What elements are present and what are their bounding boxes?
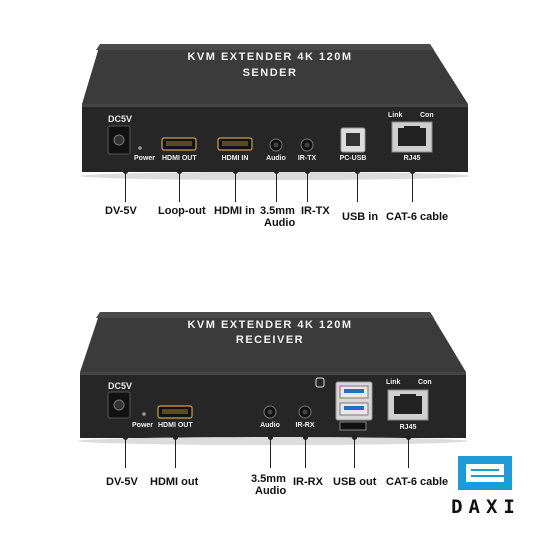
receiver-top-subtitle: RECEIVER	[235, 334, 305, 346]
sender-rj45-label: RJ45	[403, 155, 421, 162]
sender-power-label: Power	[134, 155, 156, 162]
receiver-top-title: KVM EXTENDER 4K 120M	[187, 319, 353, 331]
receiver-audio-label: Audio	[260, 422, 280, 429]
sender-con-label: Con	[420, 112, 434, 119]
brand-logo-mark	[458, 456, 512, 490]
sender-link-label: Link	[388, 112, 403, 119]
sender-hdmi-out-label: HDMI OUT	[162, 155, 197, 162]
sender-audio-label: Audio	[266, 155, 286, 162]
sender-top-title: KVM EXTENDER 4K 120M	[187, 51, 353, 63]
receiver-callout-audio-1: 3.5mm	[251, 473, 286, 485]
sender-callout-cat6: CAT-6 cable	[386, 211, 449, 223]
receiver-callout-dv5v: DV-5V	[106, 476, 138, 488]
sender-callout-audio-2: Audio	[264, 217, 296, 229]
sender-top-subtitle: SENDER	[242, 67, 298, 79]
brand-logo-text: DAXI	[451, 496, 521, 518]
receiver-hdmi-out-label: HDMI OUT	[158, 422, 193, 429]
receiver-link-label: Link	[386, 379, 401, 386]
sender-callout-usbin: USB in	[342, 211, 379, 223]
receiver-callout-usbout: USB out	[333, 476, 377, 488]
sender-dc-label: DC5V	[108, 114, 133, 124]
receiver-rj45-label: RJ45	[399, 424, 417, 431]
receiver-con-label: Con	[418, 379, 432, 386]
sender-callout-irtx: IR-TX	[301, 205, 330, 217]
sender-hdmi-in-label: HDMI IN	[221, 155, 249, 162]
sender-callout-loopout: Loop-out	[158, 205, 206, 217]
receiver-callout-audio-2: Audio	[255, 485, 287, 497]
sender-pcusb-label: PC-USB	[339, 155, 367, 162]
receiver-power-label: Power	[132, 422, 154, 429]
receiver-callout-hdmiout: HDMI out	[150, 476, 199, 488]
receiver-callout-cat6: CAT-6 cable	[386, 476, 449, 488]
brand-e-icon	[458, 456, 512, 490]
sender-callout-hdmiin: HDMI in	[214, 205, 255, 217]
sender-callout-dv5v: DV-5V	[105, 205, 137, 217]
sender-callout-audio-1: 3.5mm	[260, 205, 295, 217]
sender-irtx-label: IR-TX	[297, 155, 317, 162]
receiver-dc-label: DC5V	[108, 381, 133, 391]
receiver-callout-irrx: IR-RX	[293, 476, 323, 488]
receiver-irrx-label: IR-RX	[295, 422, 315, 429]
